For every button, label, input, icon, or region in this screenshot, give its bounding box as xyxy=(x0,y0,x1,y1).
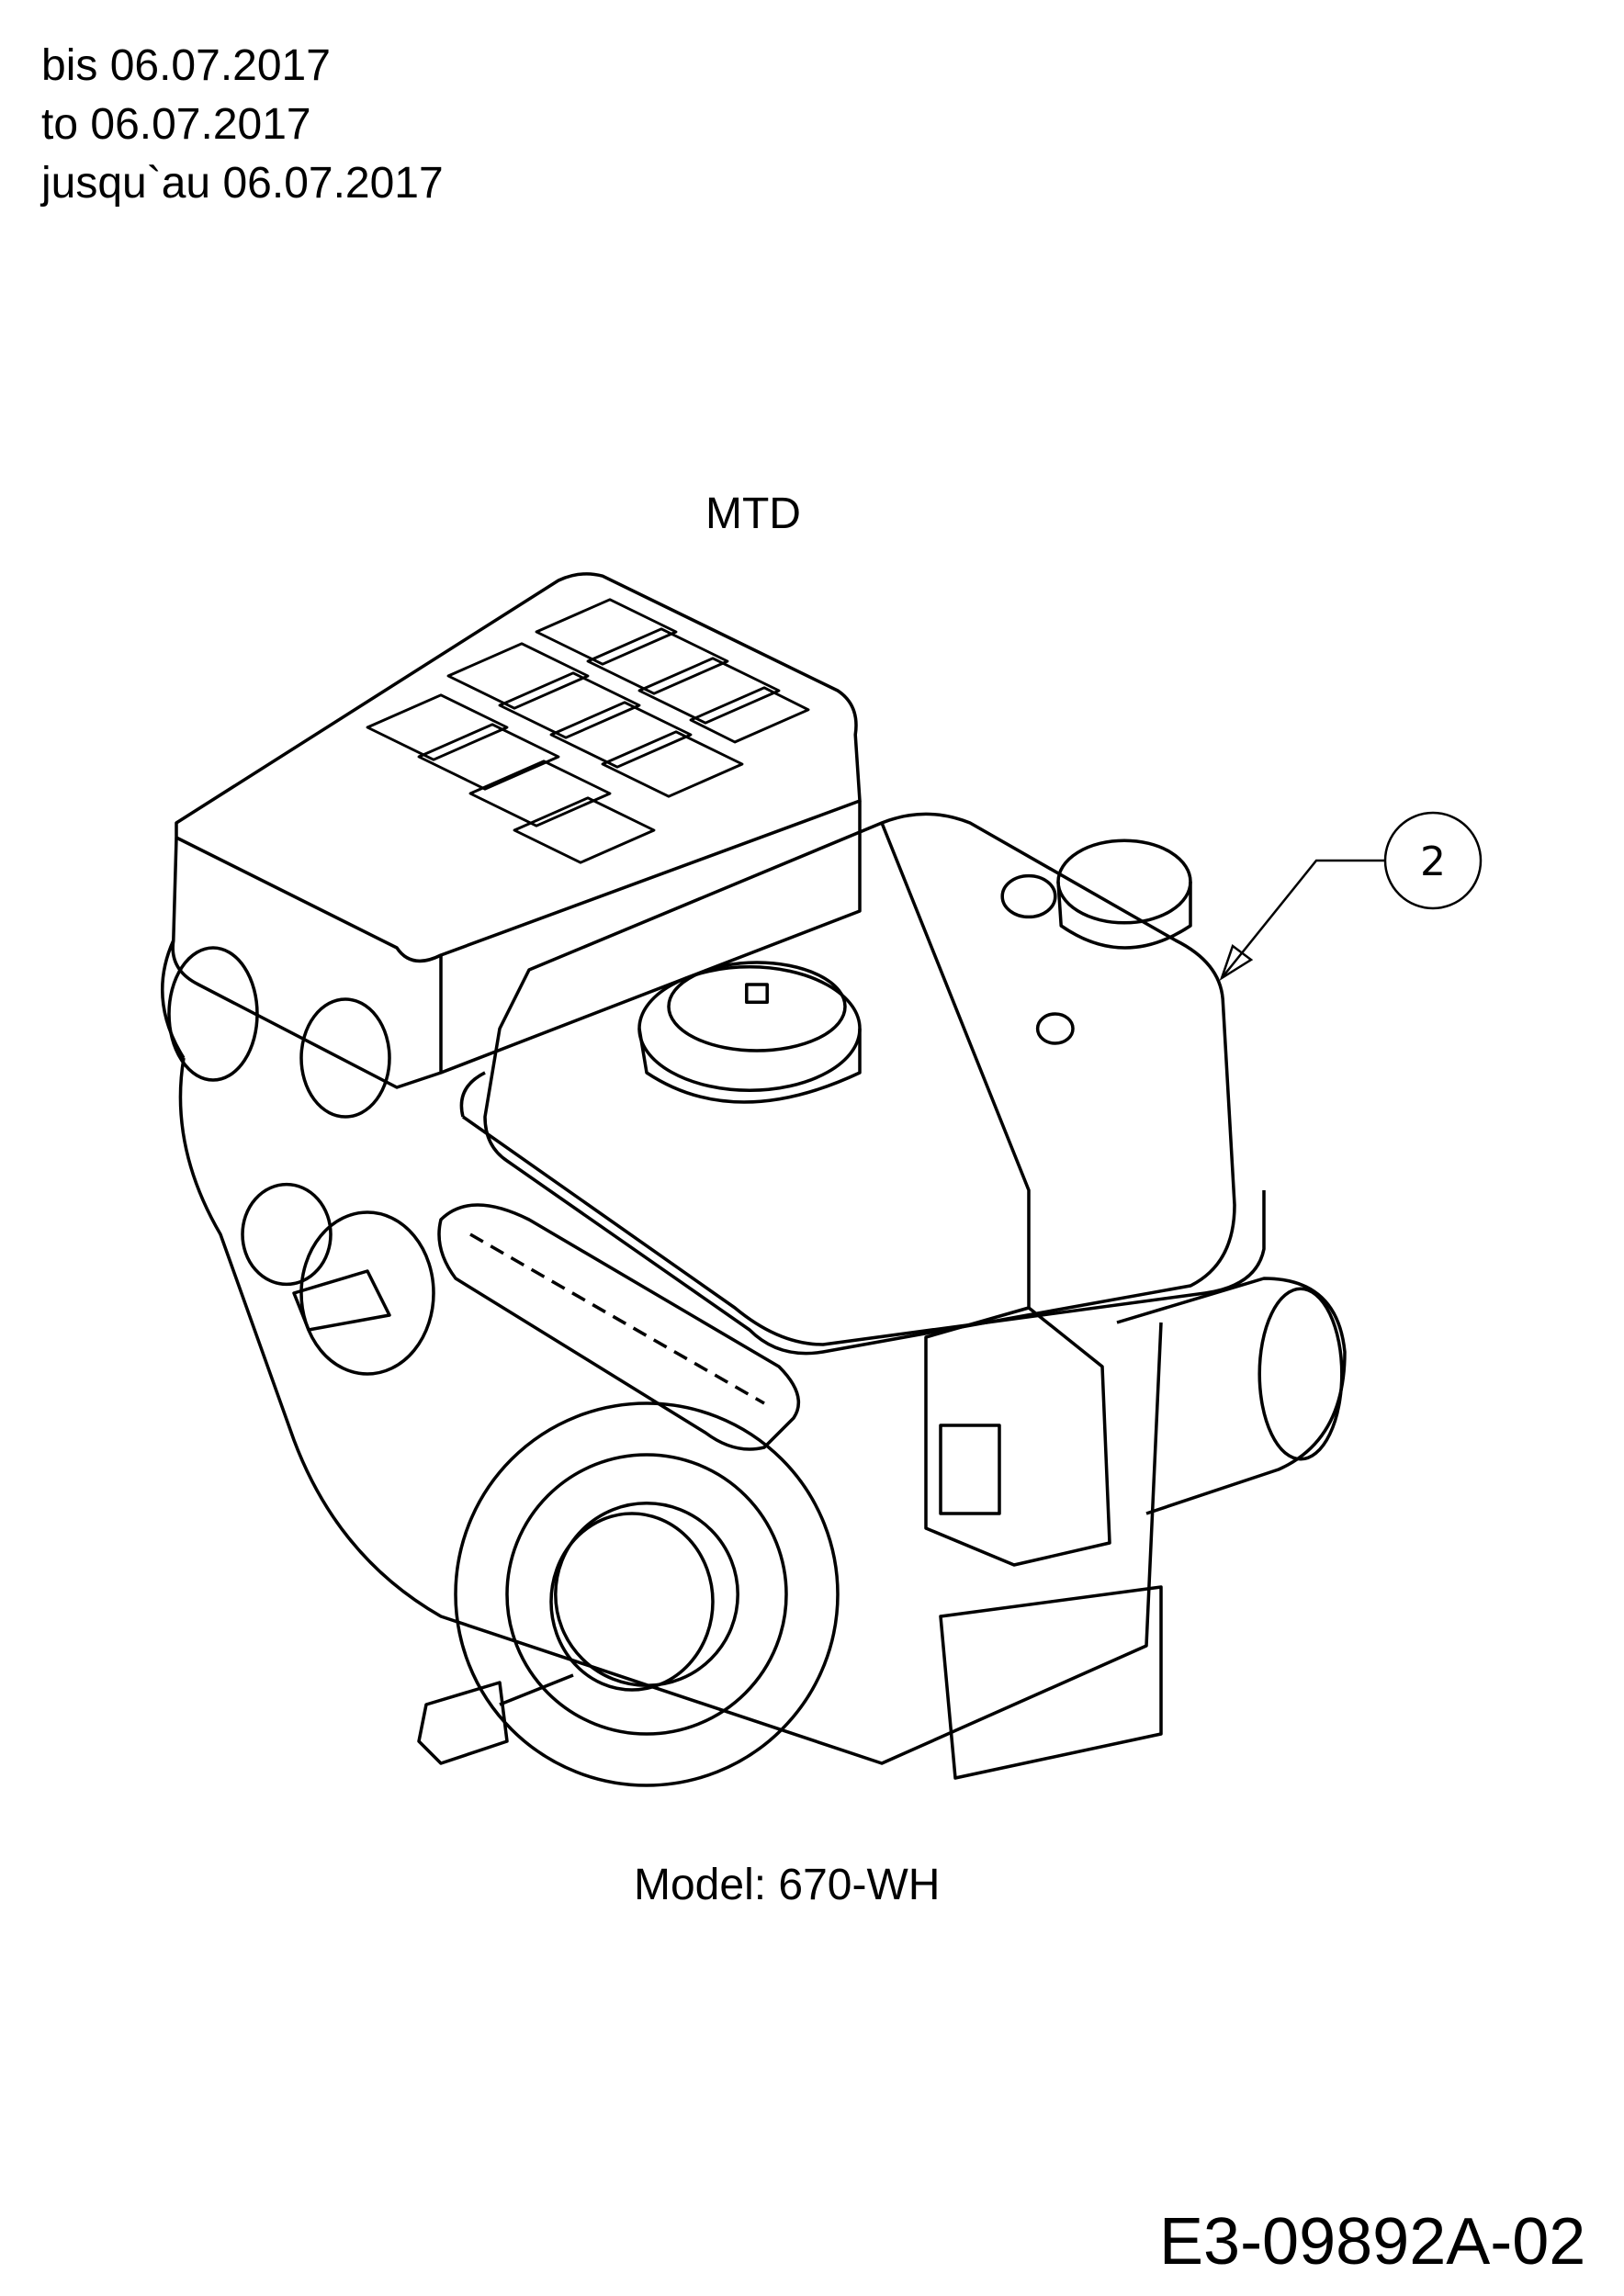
choke-knob xyxy=(299,997,391,1119)
fuel-tank xyxy=(483,812,1236,1356)
model-label: Model: 670-WH xyxy=(634,1861,941,1909)
recoil-starter xyxy=(454,1401,840,1787)
callout-number: 2 xyxy=(1420,838,1446,885)
engine-block xyxy=(178,1057,1163,1765)
document-id: E3-09892A-02 xyxy=(1159,2205,1586,2279)
shroud-vents xyxy=(366,598,810,864)
validity-fr: jusqu`au 06.07.2017 xyxy=(41,159,444,208)
brand-label: MTD xyxy=(705,490,801,538)
shroud-top xyxy=(175,572,862,963)
validity-de: bis 06.07.2017 xyxy=(41,41,331,90)
fuel-valve xyxy=(299,1210,435,1376)
callout-2: 2 xyxy=(1219,811,1483,981)
crankshaft xyxy=(417,1681,509,1765)
shroud-side xyxy=(171,837,443,1089)
recoil-handle xyxy=(437,1203,801,1451)
engine-base xyxy=(939,1585,1163,1780)
validity-dates: bis 06.07.2017 to 06.07.2017 jusqu`au 06… xyxy=(41,37,444,213)
validity-en: to 06.07.2017 xyxy=(41,100,311,149)
electric-starter xyxy=(1116,1277,1347,1515)
starter-button-box xyxy=(924,1306,1111,1567)
